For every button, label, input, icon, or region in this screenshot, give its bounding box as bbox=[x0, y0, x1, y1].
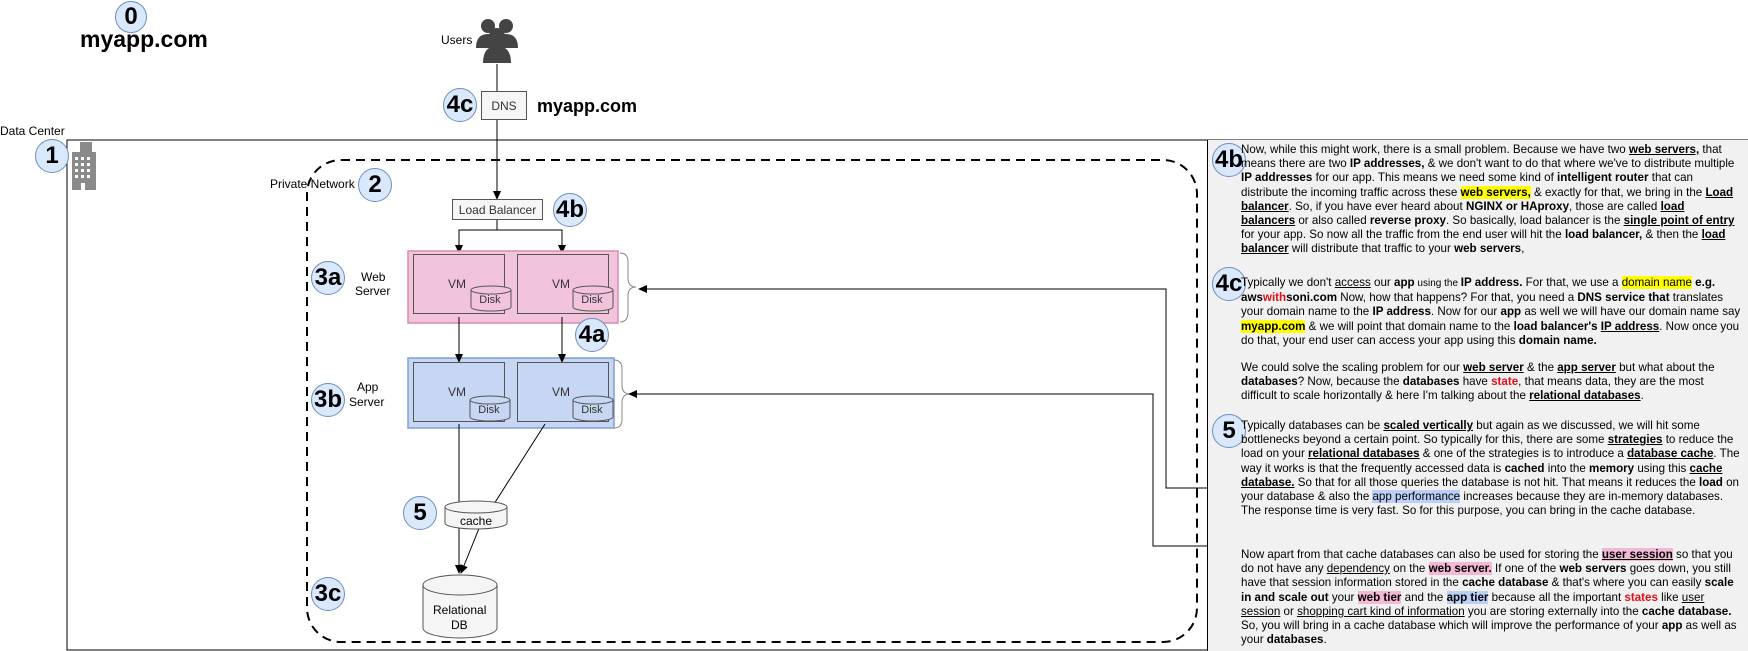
vm-label: VM bbox=[448, 277, 466, 291]
disk-icon bbox=[572, 395, 614, 422]
disk-label: Disk bbox=[479, 294, 501, 306]
notes-panel: 4b Now, while this might work, there is … bbox=[1207, 140, 1748, 651]
disk-icon bbox=[572, 285, 614, 312]
web-vm-1: VM bbox=[413, 254, 505, 314]
web-tier-extra-badge: 4a bbox=[575, 318, 609, 352]
app-note-connector bbox=[628, 390, 1240, 547]
note-4b-paragraph: Now, while this might work, there is a s… bbox=[1241, 143, 1735, 256]
load-balancer-badge: 4b bbox=[553, 193, 587, 227]
app-tier-badge: 3b bbox=[311, 383, 345, 417]
dns-badge: 4c bbox=[443, 88, 477, 122]
load-balancer-box: Load Balancer bbox=[452, 199, 543, 220]
users-label: Users bbox=[441, 33, 473, 47]
note-session-paragraph: Now apart from that cache databases can … bbox=[1241, 548, 1737, 647]
dns-box: DNS bbox=[481, 91, 527, 120]
lb-split-connector bbox=[455, 220, 498, 254]
building-icon bbox=[72, 142, 96, 190]
private-network-frame bbox=[306, 159, 1198, 643]
note-5-paragraph: Typically databases can be scaled vertic… bbox=[1241, 419, 1740, 518]
note-4b-badge: 4b bbox=[1212, 143, 1246, 177]
vm-label: VM bbox=[552, 277, 570, 291]
app-disk-1: Disk bbox=[469, 395, 511, 422]
cache-cylinder bbox=[444, 500, 508, 530]
web-disk-2: Disk bbox=[572, 285, 614, 312]
app-tier-label-line2: Server bbox=[349, 395, 385, 409]
cache-badge: 5 bbox=[403, 496, 437, 530]
database-cylinder bbox=[422, 574, 498, 639]
database-label-line1: Relational bbox=[433, 603, 487, 617]
web-tier-brace bbox=[619, 252, 637, 323]
title-domain: myapp.com bbox=[80, 26, 208, 52]
vm-label: VM bbox=[448, 385, 466, 399]
app-vm-1: VM bbox=[413, 362, 505, 422]
data-center-frame bbox=[66, 139, 1748, 651]
cache-db-arrow-right bbox=[460, 525, 481, 574]
app-tier-brace bbox=[613, 359, 631, 429]
lb-split-connector-right bbox=[497, 229, 566, 254]
data-center-badge: 1 bbox=[35, 139, 69, 173]
title-number-badge: 0 bbox=[115, 1, 147, 33]
disk-label: Disk bbox=[478, 404, 500, 416]
disk-icon bbox=[470, 285, 512, 312]
database-label-line2: DB bbox=[451, 618, 468, 632]
app-tier-label-line1: App bbox=[357, 380, 379, 394]
app-vm-2: VM bbox=[517, 362, 609, 422]
private-network-badge: 2 bbox=[358, 168, 392, 202]
disk-label: Disk bbox=[581, 294, 603, 306]
users-icon bbox=[476, 19, 518, 63]
disk-icon bbox=[469, 395, 511, 422]
dns-domain-label: myapp.com bbox=[537, 96, 638, 116]
note-4c-paragraph: Typically we don't access our app using … bbox=[1241, 276, 1741, 347]
web-disk-1: Disk bbox=[470, 285, 512, 312]
note-4c-badge: 4c bbox=[1212, 267, 1246, 301]
web-tier-label-line2: Server bbox=[355, 284, 391, 298]
app-disk-2: Disk bbox=[572, 395, 614, 422]
private-network-label: Private Network bbox=[270, 177, 355, 191]
note-5-badge: 5 bbox=[1212, 414, 1246, 448]
web-note-connector bbox=[638, 285, 1240, 489]
data-center-label: Data Center bbox=[0, 124, 65, 138]
web-vm-2: VM bbox=[517, 254, 609, 314]
database-badge: 3c bbox=[311, 577, 345, 611]
note-database-paragraph: We could solve the scaling problem for o… bbox=[1241, 361, 1715, 403]
web-tier-label-line1: Web bbox=[361, 270, 386, 284]
disk-label: Disk bbox=[581, 404, 603, 416]
web-tier-badge: 3a bbox=[311, 261, 345, 295]
vm-label: VM bbox=[552, 385, 570, 399]
cache-label: cache bbox=[460, 514, 493, 528]
